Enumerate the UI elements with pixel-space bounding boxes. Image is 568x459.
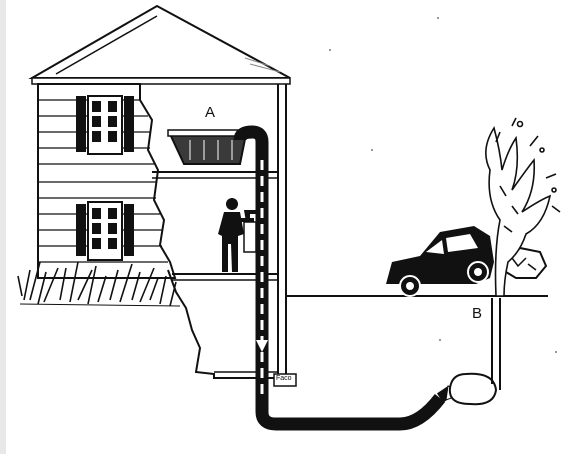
scan-specks (329, 17, 557, 353)
upper-window (76, 95, 134, 155)
label-floor-drain: Faco (276, 375, 292, 382)
water-spray (485, 117, 561, 297)
person-at-sink (218, 198, 257, 272)
label-point-b: B (472, 305, 483, 322)
floor-drain-box (273, 373, 297, 387)
bathtub (167, 129, 249, 165)
water-pipe (233, 125, 501, 431)
lower-window (76, 201, 134, 261)
scan-edge (0, 0, 6, 454)
car (386, 226, 494, 297)
house-roof (28, 4, 291, 85)
label-point-a: A (205, 104, 216, 121)
shrubs (17, 261, 181, 307)
